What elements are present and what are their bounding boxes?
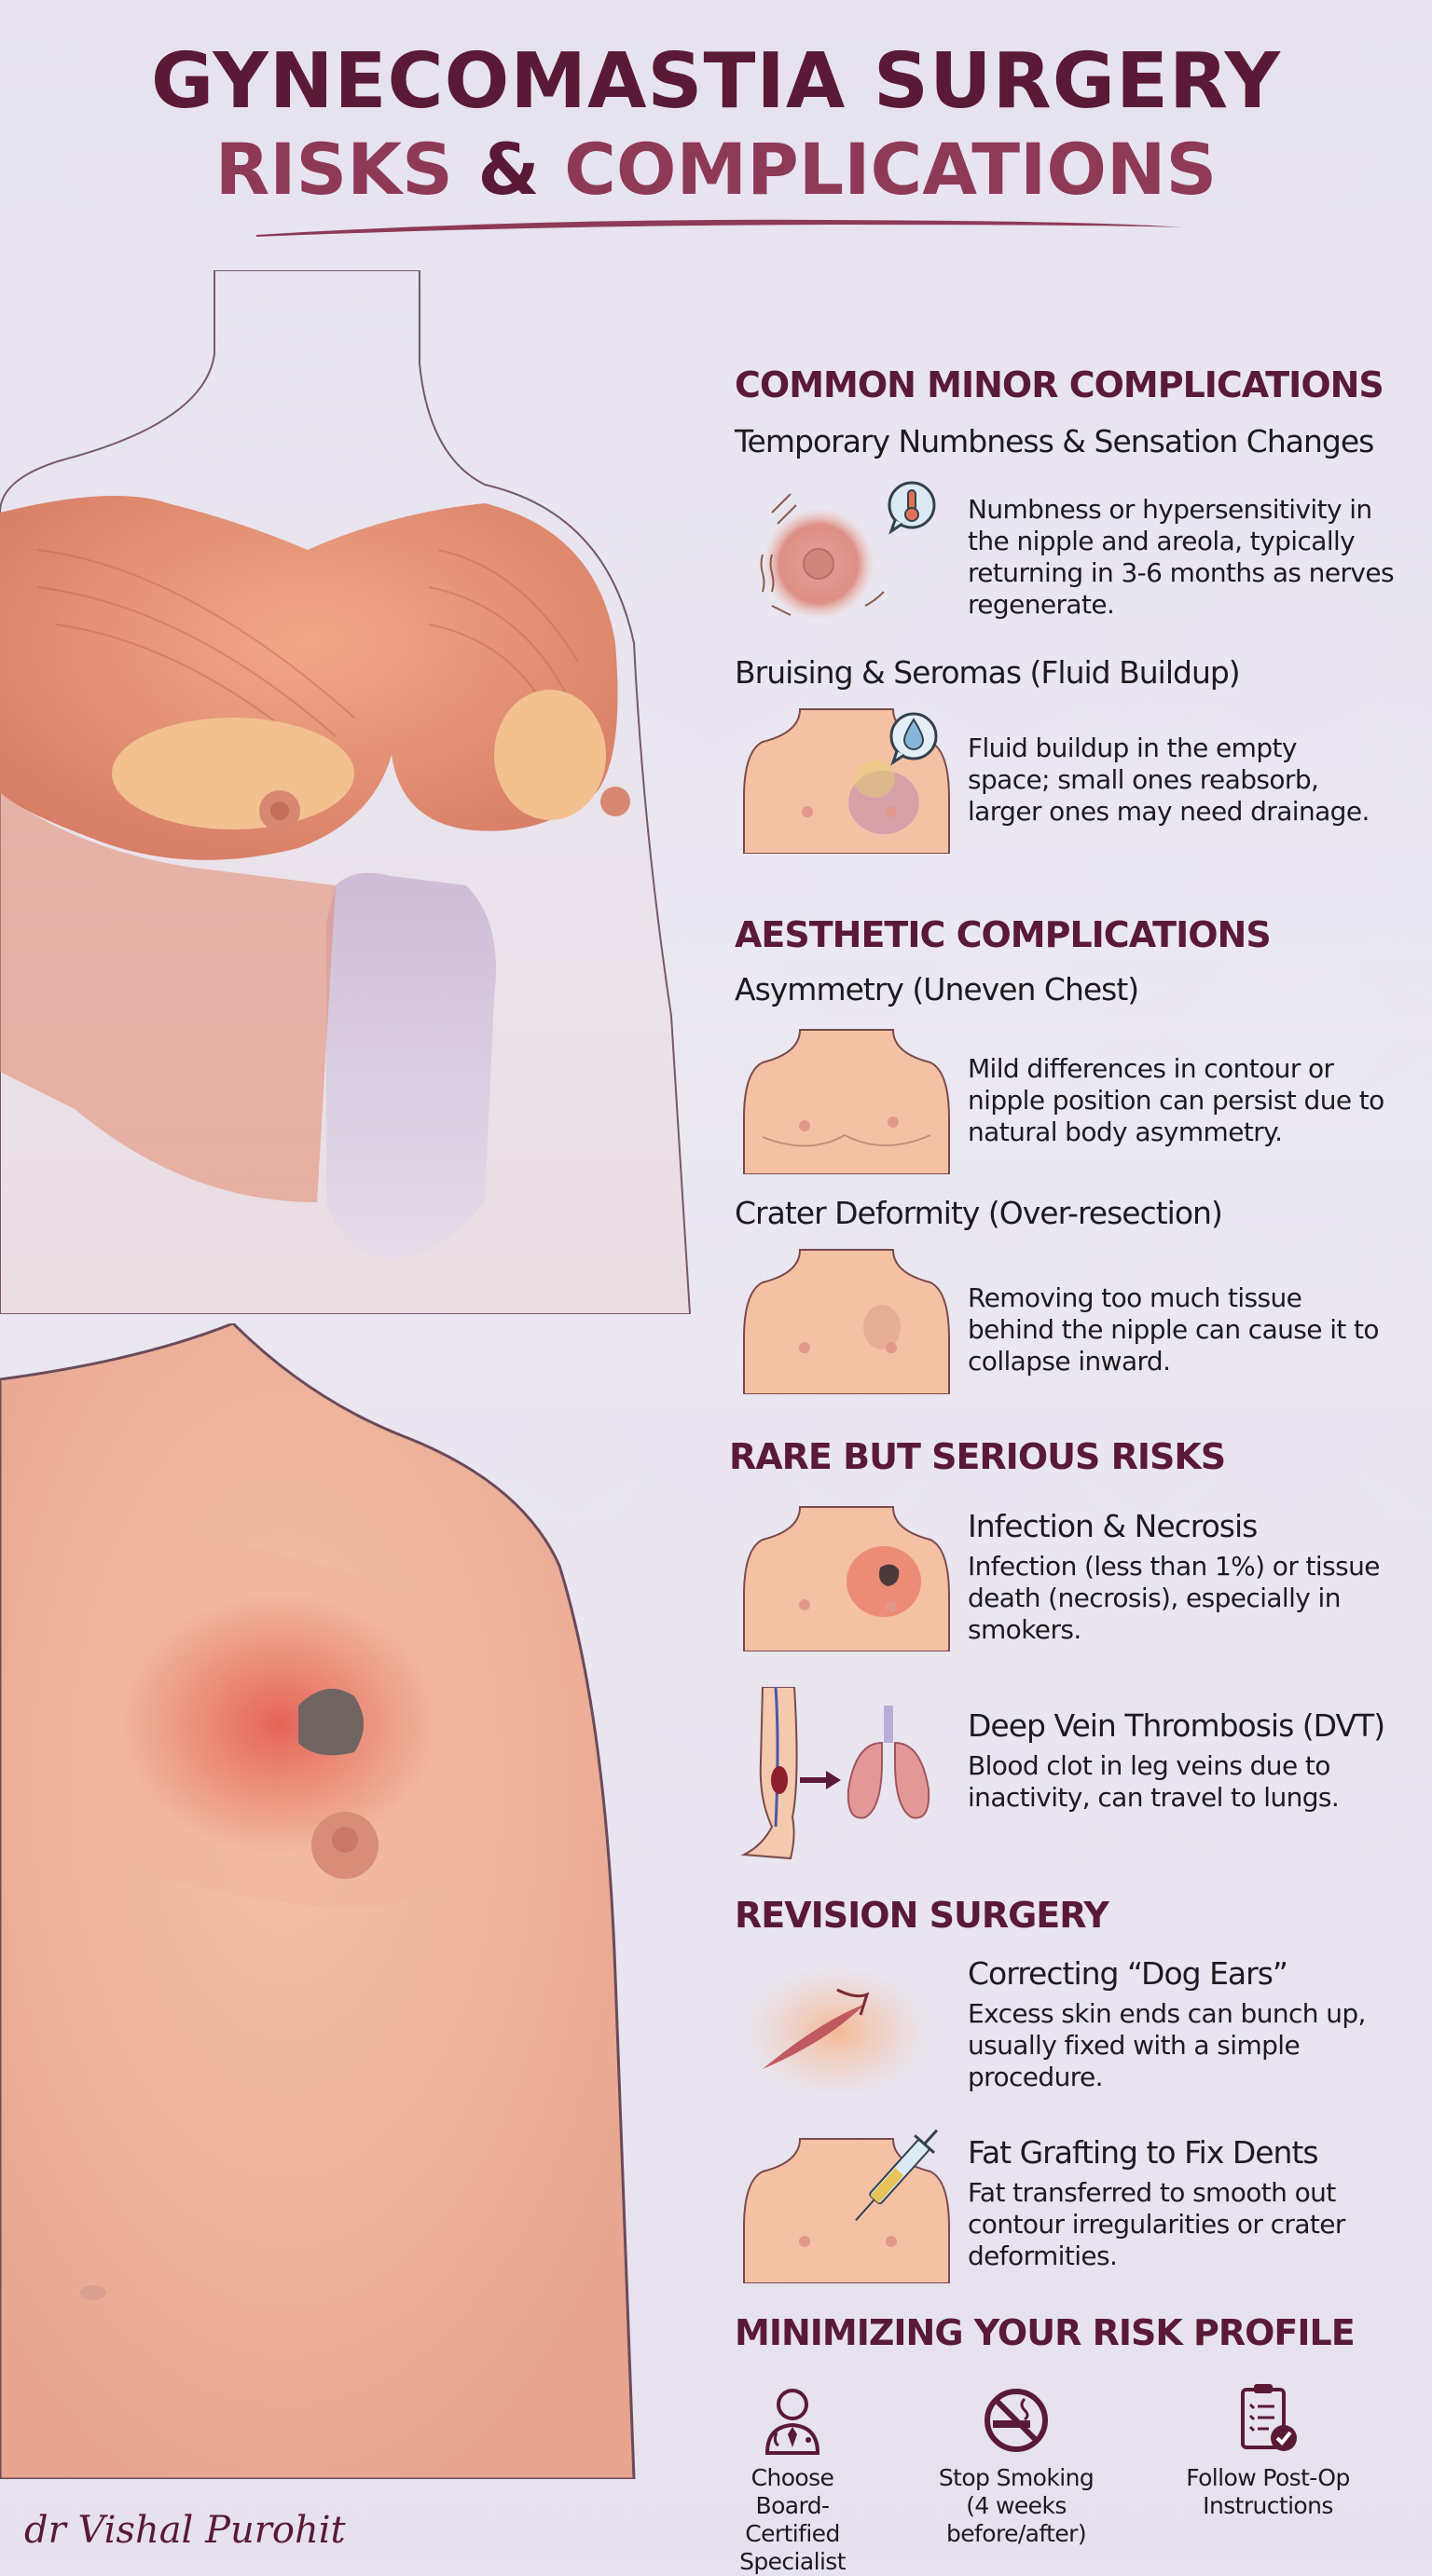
item-desc-infection: Infection (less than 1%) or tissue death… bbox=[968, 1551, 1380, 1645]
item-desc-crater: Removing too much tissue behind the nipp… bbox=[968, 1282, 1380, 1377]
dvt-leg-lungs-illustration bbox=[740, 1687, 930, 1860]
infected-chest-illustration bbox=[0, 1323, 636, 2479]
fat-grafting-syringe-illustration bbox=[743, 2129, 950, 2283]
tip-stop-smoking: Stop Smoking (4 weeks before/after) bbox=[895, 2386, 1137, 2548]
item-desc-numbness: Numbness or hypersensitivity in the nipp… bbox=[968, 494, 1395, 620]
risk-tips-row: Choose Board-Certified Specialist Stop S… bbox=[718, 2384, 1426, 2575]
asymmetric-chest-illustration bbox=[743, 1029, 950, 1174]
chest-anatomy-illustration bbox=[0, 270, 692, 1314]
section-heading-common-minor: COMMON MINOR COMPLICATIONS bbox=[735, 364, 1384, 405]
section-heading-aesthetic: AESTHETIC COMPLICATIONS bbox=[735, 914, 1272, 955]
section-heading-minimizing-risk: MINIMIZING YOUR RISK PROFILE bbox=[735, 2312, 1356, 2353]
item-desc-bruising: Fluid buildup in the empty space; small … bbox=[968, 733, 1370, 827]
water-drop-speech-bubble-icon bbox=[884, 710, 942, 773]
author-signature: dr Vishal Purohit bbox=[24, 2509, 346, 2552]
title-line-2: RISKS & COMPLICATIONS bbox=[214, 128, 1218, 211]
crater-deformity-illustration bbox=[743, 1249, 950, 1394]
item-title-asymmetry: Asymmetry (Uneven Chest) bbox=[735, 971, 1139, 1007]
tip-choose-specialist: Choose Board-Certified Specialist bbox=[718, 2386, 867, 2576]
item-title-numbness: Temporary Numbness & Sensation Changes bbox=[735, 423, 1374, 459]
item-desc-asymmetry: Mild differences in contour or nipple po… bbox=[968, 1053, 1384, 1147]
item-title-crater: Crater Deformity (Over-resection) bbox=[735, 1195, 1223, 1231]
item-title-dog-ears: Correcting “Dog Ears” bbox=[968, 1955, 1288, 1992]
page-title: GYNECOMASTIA SURGERY RISKS & COMPLICATIO… bbox=[0, 37, 1432, 212]
item-desc-fat-grafting: Fat transferred to smooth out contour ir… bbox=[968, 2177, 1345, 2271]
doctor-icon bbox=[718, 2386, 867, 2455]
item-desc-dog-ears: Excess skin ends can bunch up, usually f… bbox=[968, 1998, 1366, 2092]
infected-chest-thumbnail bbox=[743, 1506, 950, 1651]
section-heading-rare-serious: RARE BUT SERIOUS RISKS bbox=[729, 1436, 1226, 1477]
nipple-numbness-illustration bbox=[760, 493, 885, 620]
item-title-dvt: Deep Vein Thrombosis (DVT) bbox=[968, 1707, 1385, 1744]
item-title-bruising: Bruising & Seromas (Fluid Buildup) bbox=[735, 654, 1241, 691]
dog-ear-scar-illustration bbox=[744, 1966, 930, 2097]
tip-follow-postop: Follow Post-Op Instructions bbox=[1175, 2380, 1361, 2520]
section-heading-revision: REVISION SURGERY bbox=[735, 1895, 1109, 1936]
clipboard-check-icon bbox=[1175, 2380, 1361, 2455]
no-smoking-icon bbox=[895, 2386, 1137, 2455]
thermometer-speech-bubble-icon bbox=[882, 479, 940, 541]
item-title-infection: Infection & Necrosis bbox=[968, 1508, 1258, 1544]
title-line-1: GYNECOMASTIA SURGERY bbox=[150, 37, 1282, 126]
item-title-fat-grafting: Fat Grafting to Fix Dents bbox=[968, 2134, 1319, 2171]
title-underline-brushstroke bbox=[256, 219, 1184, 237]
item-desc-dvt: Blood clot in leg veins due to inactivit… bbox=[968, 1750, 1340, 1813]
